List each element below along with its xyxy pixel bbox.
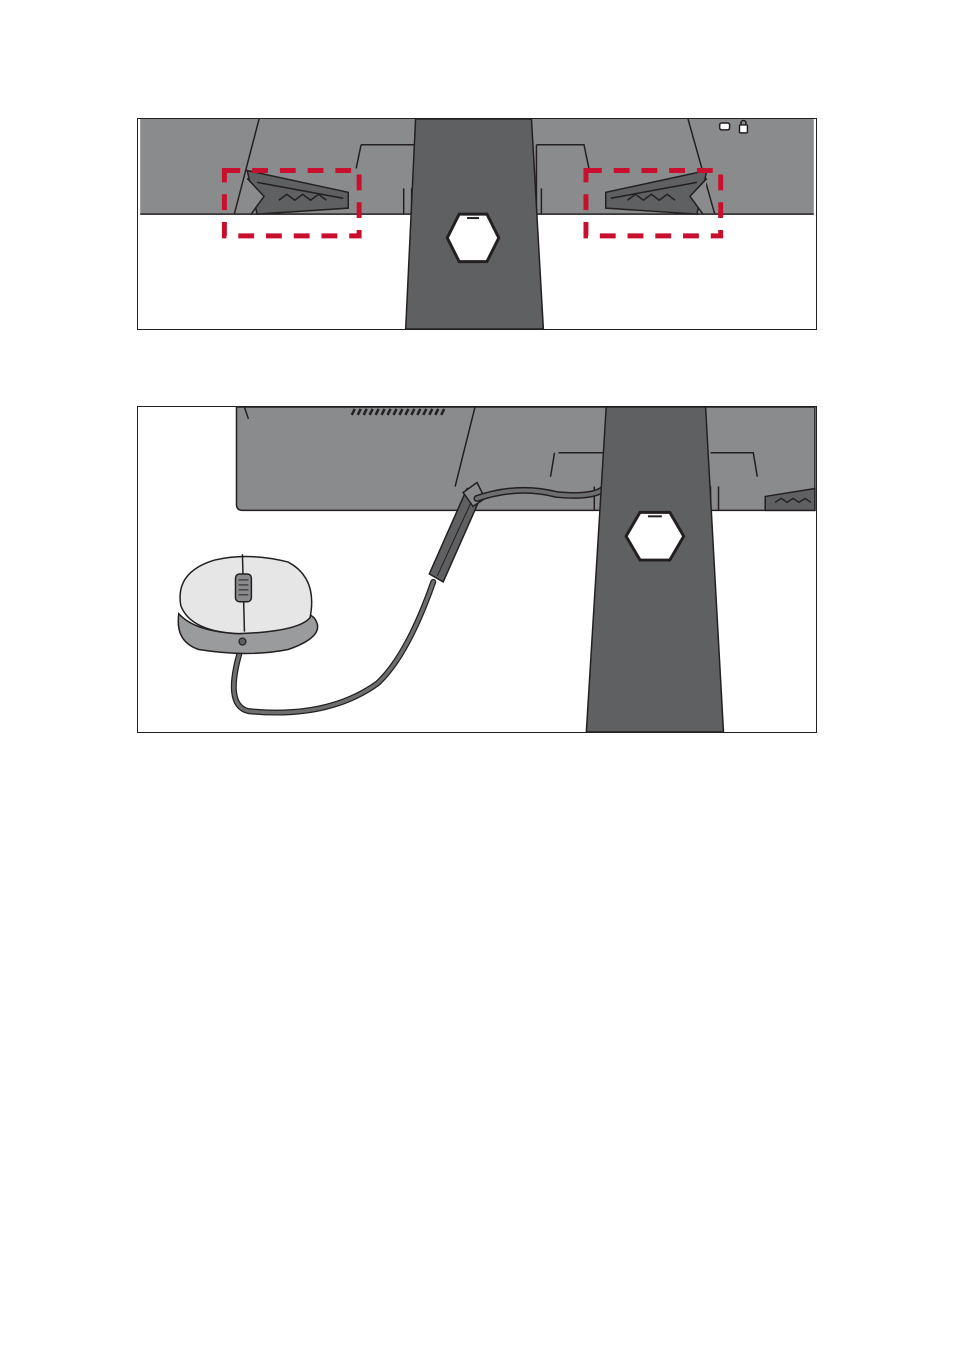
figure-bottom-bungee-with-mouse bbox=[137, 406, 817, 733]
monitor-back-housing bbox=[236, 407, 814, 510]
monitor-stand-neck bbox=[586, 407, 723, 732]
scroll-wheel-icon bbox=[235, 574, 251, 602]
figure-bottom-svg bbox=[138, 407, 816, 732]
mouse bbox=[178, 554, 317, 653]
stand-cable-hole bbox=[447, 214, 499, 262]
figure-top-bungee-locations bbox=[137, 118, 817, 330]
figure-top-svg bbox=[138, 119, 816, 329]
stand-cable-hole bbox=[626, 512, 684, 560]
